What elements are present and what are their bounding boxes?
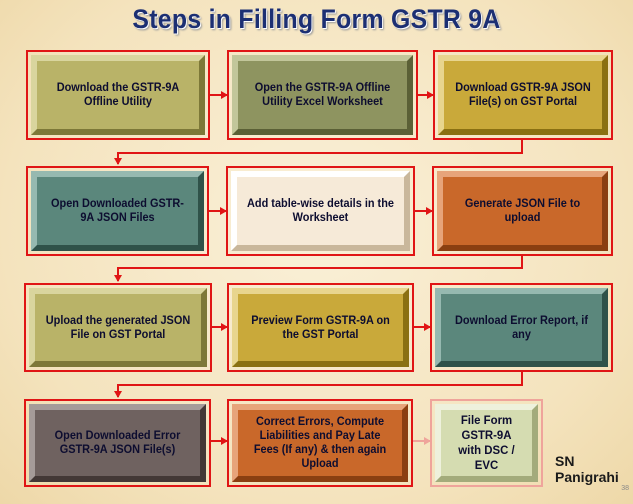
step-label-10: Open Downloaded Error GSTR-9A JSON File(… bbox=[54, 430, 181, 456]
step-label-4: Open Downloaded GSTR-9A JSON Files bbox=[51, 198, 184, 224]
step-box-4: Open Downloaded GSTR-9A JSON Files bbox=[26, 166, 209, 256]
step-box-10: Open Downloaded Error GSTR-9A JSON File(… bbox=[24, 399, 211, 487]
step-label-12: File Form GSTR-9A with DSC / EVC bbox=[458, 413, 515, 472]
step-label-8: Preview Form GSTR-9A on the GST Portal bbox=[251, 314, 390, 341]
step-box-9: Download Error Report, if any bbox=[430, 283, 613, 372]
step-box-3: Download GSTR-9A JSON File(s) on GST Por… bbox=[433, 50, 613, 140]
step-box-7: Upload the generated JSON File on GST Po… bbox=[24, 283, 212, 372]
step-box-11: Correct Errors, Compute Liabilities and … bbox=[227, 399, 413, 487]
step-label-6: Generate JSON File to upload bbox=[464, 198, 581, 224]
step-label-7: Upload the generated JSON File on GST Po… bbox=[45, 314, 191, 341]
arrow-9-10 bbox=[114, 372, 523, 398]
step-label-2: Open the GSTR-9A Offline Utility Excel W… bbox=[254, 82, 391, 108]
step-box-1: Download the GSTR-9A Offline Utility bbox=[26, 50, 210, 140]
step-label-3: Download GSTR-9A JSON File(s) on GST Por… bbox=[455, 82, 591, 108]
step-label-1: Download the GSTR-9A Offline Utility bbox=[56, 82, 180, 108]
page-number: 38 bbox=[621, 485, 629, 492]
arrow-6-7 bbox=[114, 256, 523, 282]
step-box-5: Add table-wise details in the Worksheet bbox=[226, 166, 415, 256]
arrow-3-4 bbox=[114, 139, 523, 165]
step-label-9: Download Error Report, if any bbox=[455, 314, 588, 341]
slide-title: Steps in Filling Form GSTR 9A bbox=[132, 4, 501, 34]
step-label-5: Add table-wise details in the Worksheet bbox=[247, 198, 394, 224]
author-signature: SN Panigrahi bbox=[555, 453, 619, 485]
step-box-12: File Form GSTR-9A with DSC / EVC bbox=[430, 399, 543, 487]
step-box-6: Generate JSON File to upload bbox=[432, 166, 613, 256]
step-label-11: Correct Errors, Compute Liabilities and … bbox=[253, 416, 387, 470]
step-box-2: Open the GSTR-9A Offline Utility Excel W… bbox=[227, 50, 418, 140]
step-box-8: Preview Form GSTR-9A on the GST Portal bbox=[227, 283, 414, 372]
